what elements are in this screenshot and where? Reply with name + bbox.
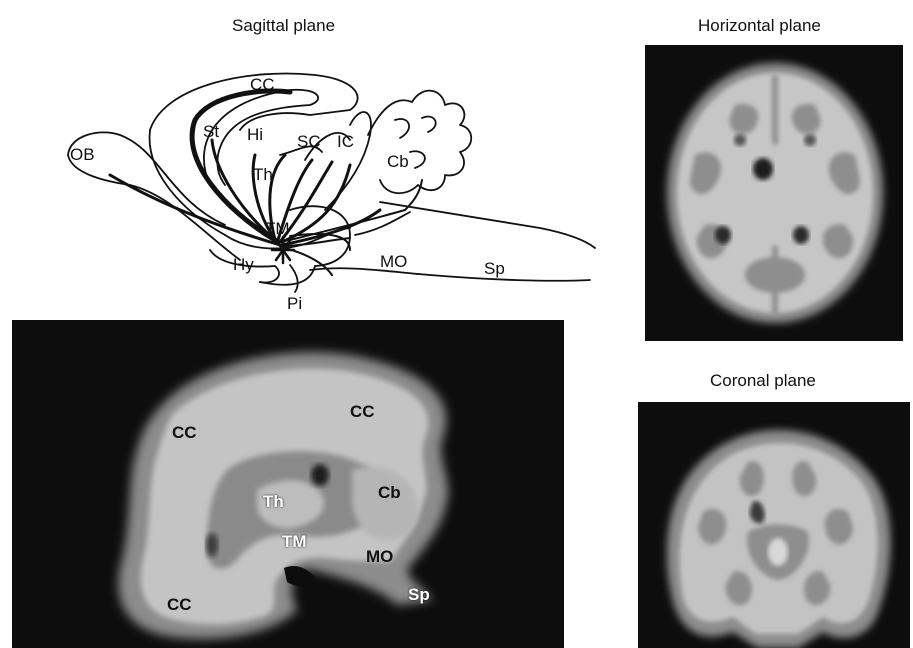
label-pi: Pi: [287, 294, 302, 313]
horizontal-mri-panel: [645, 45, 903, 341]
label-ic: IC: [337, 132, 354, 151]
coronal-plane-title: Coronal plane: [710, 371, 816, 391]
label-cc: CC: [250, 75, 275, 94]
label-th: Th: [253, 165, 273, 184]
sagittal-mri-image: [12, 320, 564, 648]
mri-label-th: Th: [263, 492, 284, 512]
label-sp: Sp: [484, 259, 505, 278]
label-tm: TM: [265, 219, 290, 238]
coronal-mri-panel: [638, 402, 910, 648]
mri-label-cc-bottom: CC: [167, 595, 192, 615]
label-mo: MO: [380, 252, 407, 271]
mri-label-sp: Sp: [408, 585, 430, 605]
horizontal-plane-title: Horizontal plane: [698, 16, 821, 36]
label-sc: SC: [297, 132, 321, 151]
label-st: St: [203, 122, 219, 141]
label-cb: Cb: [387, 152, 409, 171]
coronal-mri-image: [638, 402, 910, 648]
label-hi: Hi: [247, 125, 263, 144]
horizontal-mri-image: [645, 45, 903, 341]
mri-label-mo: MO: [366, 547, 393, 567]
sagittal-plane-title: Sagittal plane: [232, 16, 335, 36]
mri-label-cc-top: CC: [350, 402, 375, 422]
label-ob: OB: [70, 145, 95, 164]
label-hy: Hy: [233, 255, 254, 274]
mri-label-tm: TM: [282, 532, 307, 552]
mri-label-cc-left: CC: [172, 423, 197, 443]
mri-label-cb: Cb: [378, 483, 401, 503]
sagittal-mri-panel: CC CC Cb Th TM MO Sp CC: [12, 320, 564, 648]
